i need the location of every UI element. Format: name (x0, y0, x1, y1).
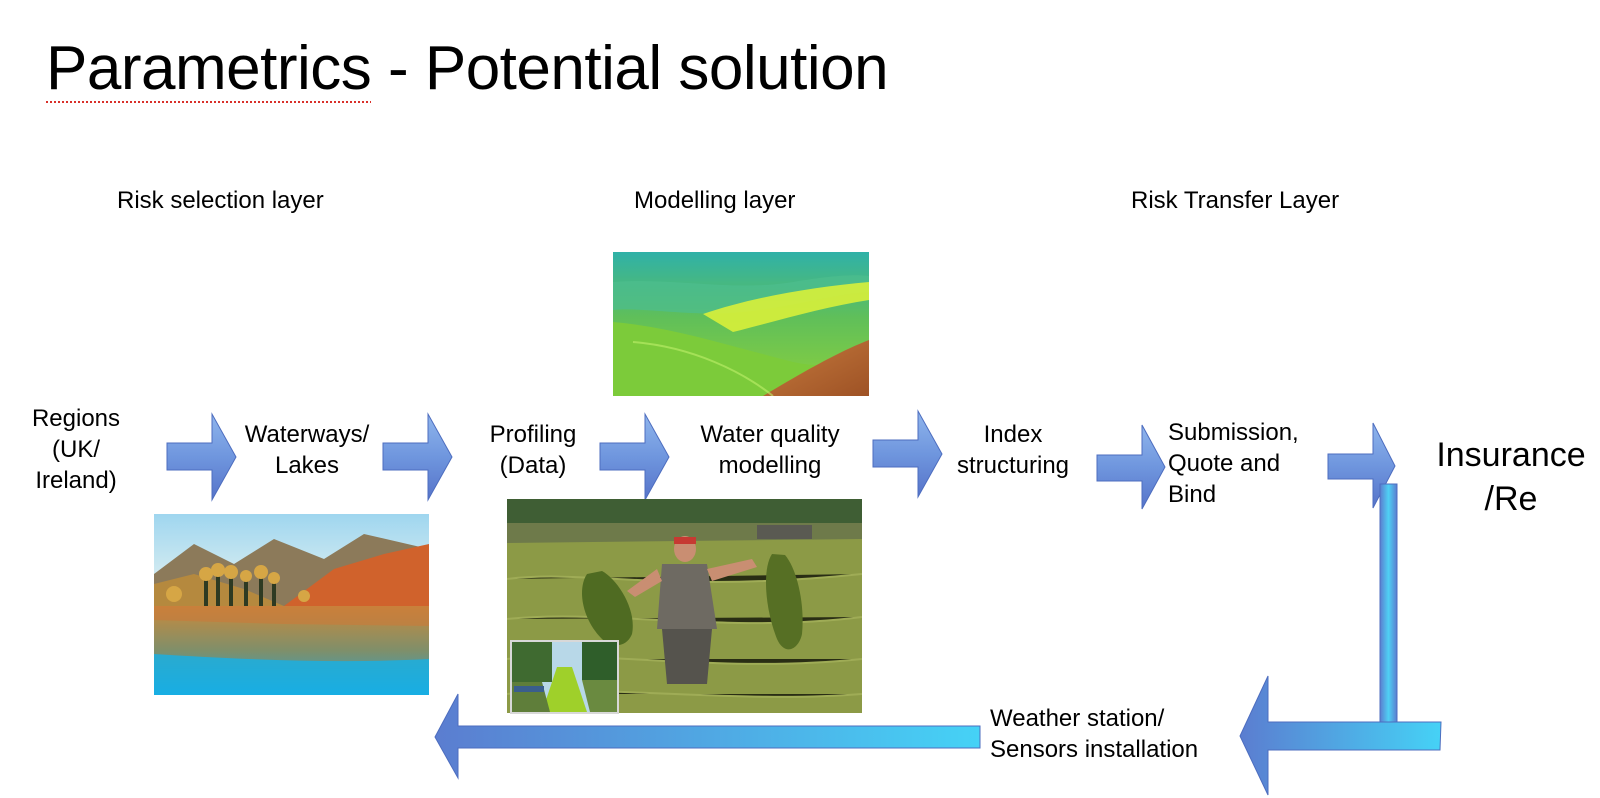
node-insurance-line-1: Insurance (1436, 436, 1586, 474)
slide-title: Parametrics - Potential solution (46, 30, 889, 108)
node-waterways-line-1: Waterways/ (244, 421, 370, 448)
algae-wave-image (613, 252, 869, 396)
layer-modelling: Modelling layer (634, 187, 796, 214)
node-index-line-2: structuring (956, 452, 1070, 479)
node-profiling: Profiling (Data) (470, 419, 596, 481)
node-index: Index structuring (940, 419, 1086, 481)
arrow-return-right (1239, 675, 1442, 796)
node-weather: Weather station/ Sensors installation (990, 703, 1240, 765)
node-insurance-line-2: /Re (1484, 480, 1538, 518)
node-index-line-1: Index (983, 421, 1043, 448)
node-water-quality-line-2: modelling (718, 452, 822, 479)
title-underlined-word: Parametrics (46, 34, 372, 103)
layer-risk-selection: Risk selection layer (117, 187, 324, 214)
arrow-index-to-submission (1096, 424, 1166, 510)
node-regions-line-3: Ireland) (35, 467, 117, 494)
node-regions-line-1: Regions (31, 405, 121, 432)
node-weather-line-1: Weather station/ (990, 705, 1165, 732)
node-profiling-line-2: (Data) (499, 452, 567, 479)
node-regions: Regions (UK/ Ireland) (18, 403, 134, 496)
node-submission-line-1: Submission, (1168, 419, 1299, 446)
node-waterways: Waterways/ Lakes (232, 419, 382, 481)
green-canal-inset-image (510, 640, 619, 714)
node-submission-line-3: Bind (1168, 481, 1217, 508)
arrow-return-left (434, 693, 981, 780)
node-waterways-line-2: Lakes (274, 452, 340, 479)
lake-reflection-image (154, 514, 429, 695)
arrow-water-quality-to-index (872, 409, 943, 499)
node-submission-line-2: Quote and (1168, 450, 1281, 477)
arrow-profiling-to-water-quality (599, 412, 670, 502)
node-water-quality: Water quality modelling (680, 419, 860, 481)
man-holding-algae-image (507, 499, 862, 713)
node-submission: Submission, Quote and Bind (1168, 417, 1338, 510)
connector-vertical (1379, 483, 1398, 751)
arrow-regions-to-waterways (166, 412, 237, 502)
node-weather-line-2: Sensors installation (990, 736, 1199, 763)
node-regions-line-2: (UK/ (52, 436, 100, 463)
node-profiling-line-1: Profiling (489, 421, 577, 448)
node-water-quality-line-1: Water quality (700, 421, 840, 448)
arrow-waterways-to-profiling (382, 412, 453, 502)
layer-risk-transfer: Risk Transfer Layer (1131, 187, 1340, 214)
node-insurance: Insurance /Re (1422, 433, 1600, 521)
title-rest: - Potential solution (371, 34, 889, 103)
